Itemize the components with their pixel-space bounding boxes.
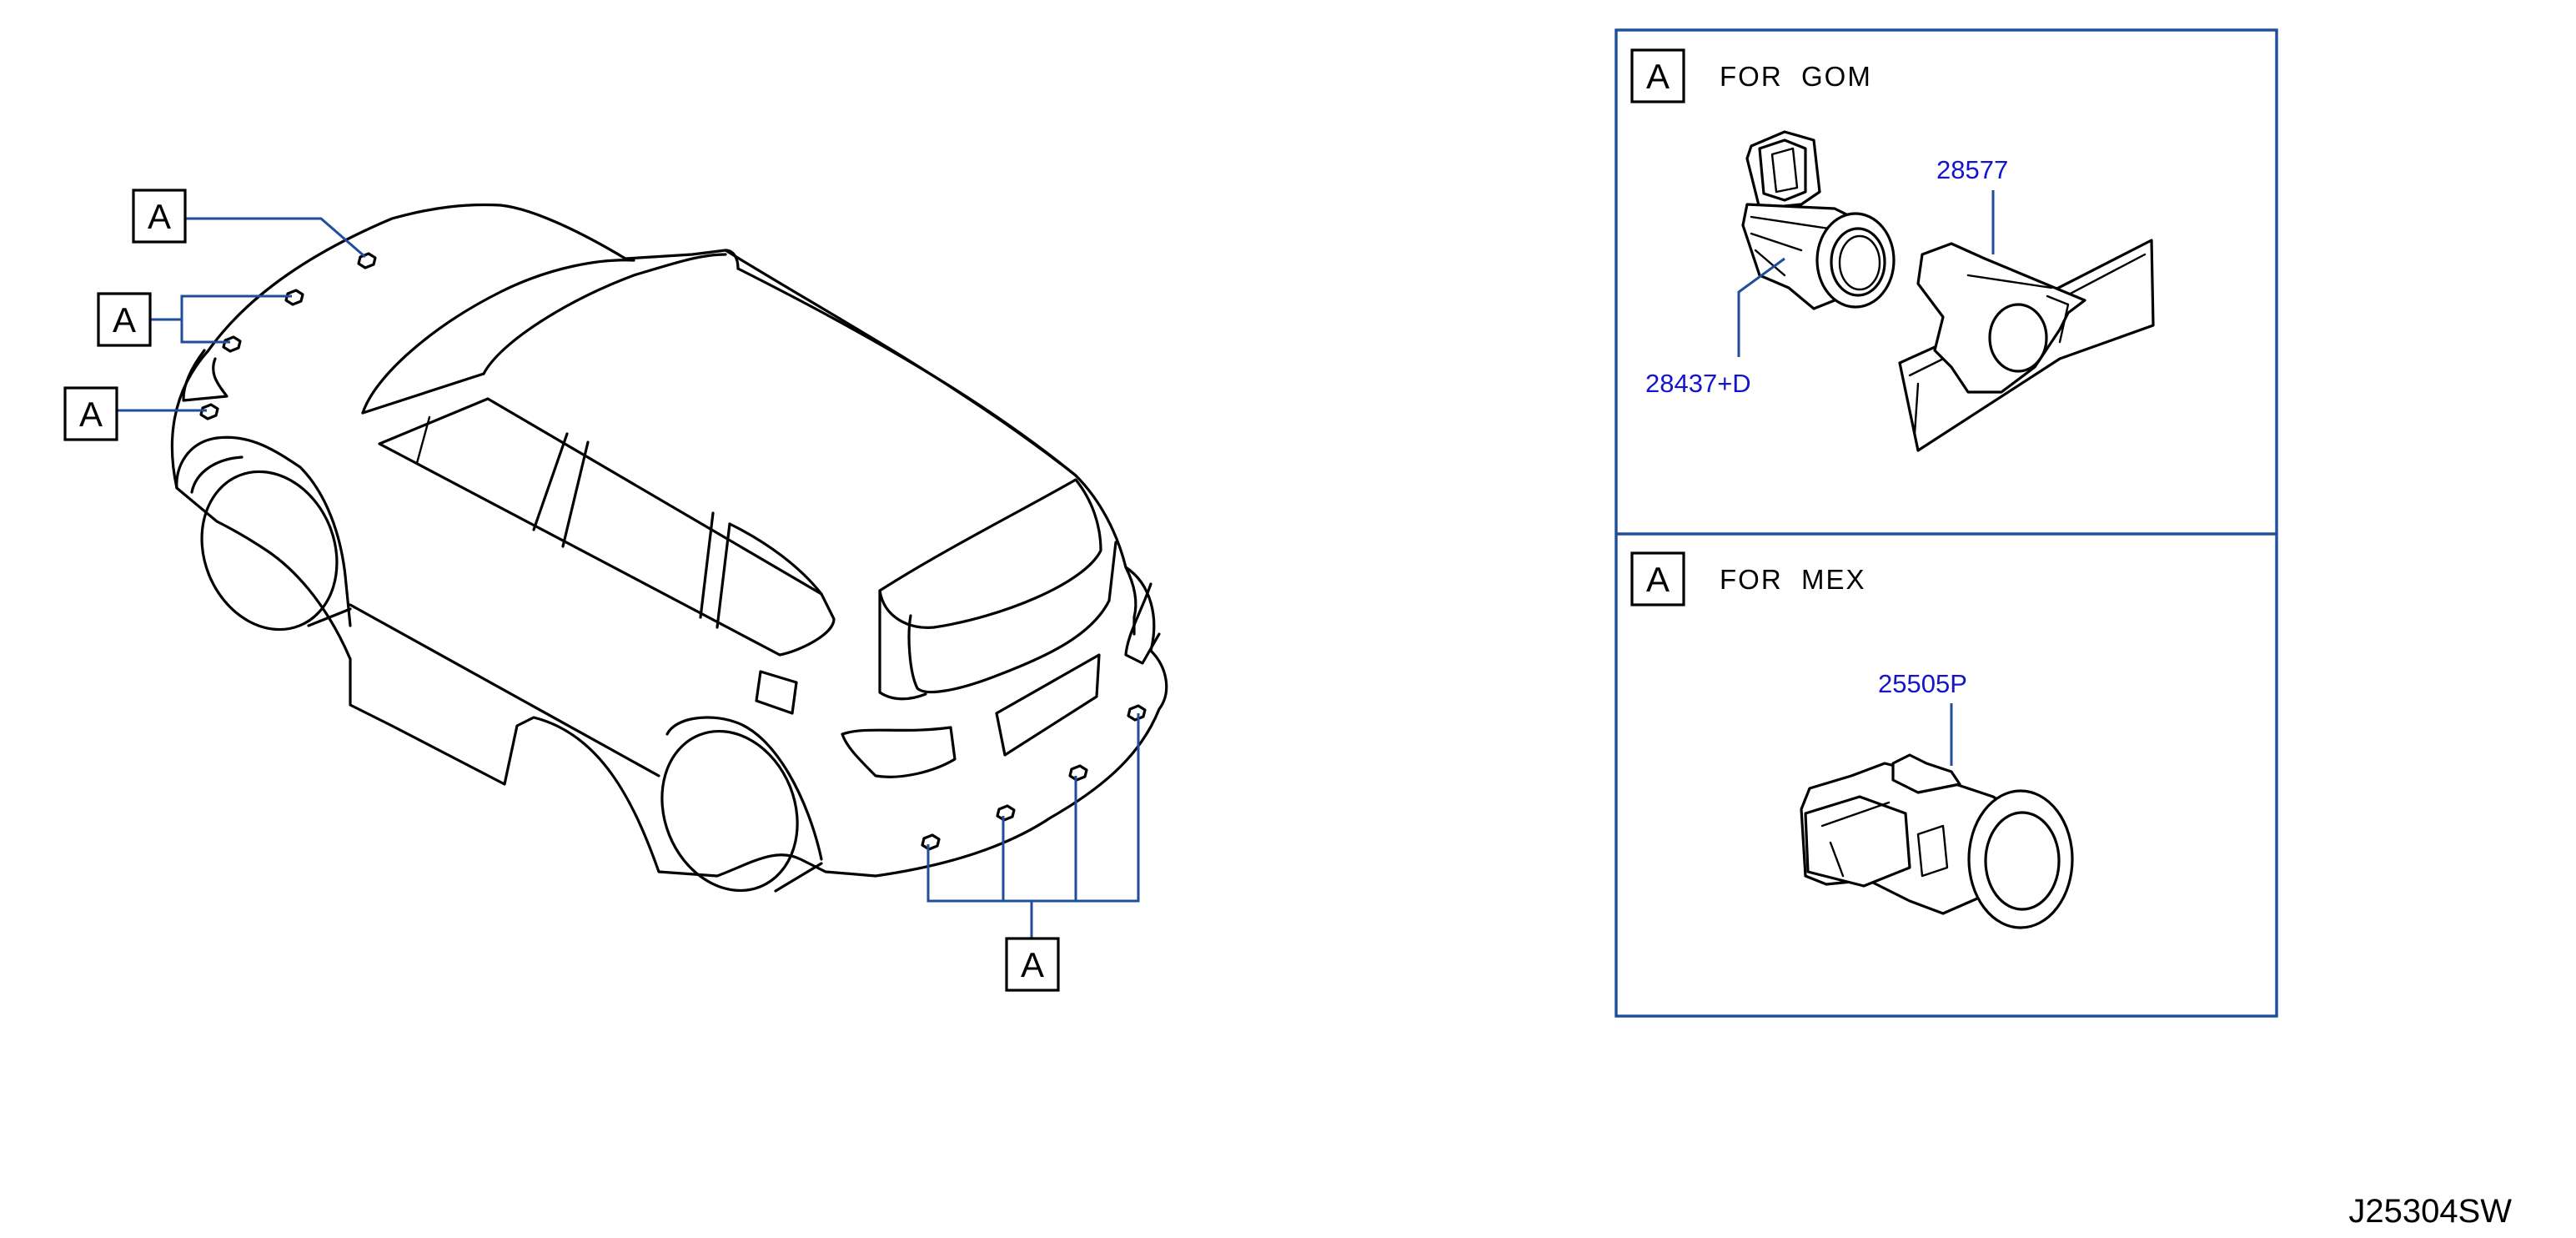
- vehicle-ref-box-4: A: [1005, 937, 1060, 992]
- vehicle-ref-box-1: A: [132, 189, 187, 244]
- ref-label: A: [79, 395, 103, 434]
- gom-bracket-part-number: 28577: [1936, 155, 2008, 184]
- ref-label: A: [148, 197, 171, 236]
- vehicle-ref-box-3: A: [63, 386, 118, 441]
- mex-ref-label: A: [1646, 560, 1670, 599]
- sensor-mount-points: [199, 252, 1147, 851]
- gom-title: FOR GOM: [1720, 61, 1872, 92]
- ref-label: A: [113, 300, 136, 340]
- detail-panels: [1614, 28, 2278, 1018]
- gom-sensor-drawing: [1741, 130, 1896, 310]
- gom-bracket-drawing: [1898, 239, 2155, 452]
- gom-ref-label: A: [1646, 57, 1670, 96]
- gom-panel: A FOR GOM 28437+D 28577: [1630, 48, 2155, 452]
- mex-panel: A FOR MEX 25505P: [1630, 551, 2074, 929]
- ref-label: A: [1021, 945, 1044, 984]
- vehicle-drawing: [170, 203, 1168, 893]
- mex-title: FOR MEX: [1720, 564, 1866, 595]
- vehicle-ref-box-2: A: [97, 292, 152, 347]
- mex-sensor-drawing: [1800, 753, 2074, 929]
- mex-sensor-part-number: 25505P: [1878, 669, 1967, 698]
- leader-lines: [117, 217, 1140, 939]
- diagram-code: J25304SW: [2348, 1193, 2512, 1230]
- gom-sensor-part-number: 28437+D: [1645, 369, 1751, 398]
